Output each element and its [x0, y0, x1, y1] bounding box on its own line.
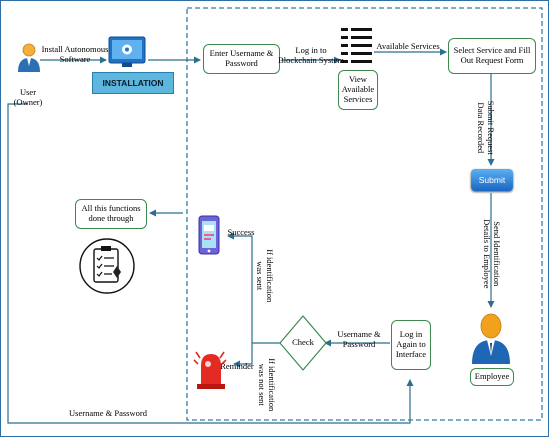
- arrow-check-to-reminder: [233, 343, 253, 368]
- submit-button: Submit: [471, 169, 513, 191]
- select-service-node: Select Service and Fill Out Request Form: [448, 38, 536, 74]
- username-password-bottom-label: Username & Password: [69, 408, 147, 418]
- smartphone-icon: [198, 215, 220, 255]
- login-again-node: Log in Again to Interface: [391, 320, 431, 370]
- user-label: User (Owner): [13, 87, 43, 107]
- if-sent-label: If identification was sent: [255, 249, 275, 303]
- installation-label: INSTALLATION: [92, 72, 174, 94]
- alarm-icon: [193, 351, 227, 389]
- check-label: Check: [292, 337, 314, 347]
- arrow-check-to-success: [227, 232, 280, 344]
- user-icon: [18, 43, 40, 72]
- reminder-label: Reminder: [220, 361, 254, 371]
- all-functions-node: All this functions done through: [75, 199, 147, 229]
- available-services-label: Available Services: [376, 41, 440, 51]
- system-boundary: [186, 7, 543, 421]
- list-icon: [341, 28, 372, 63]
- success-label: Success: [227, 227, 255, 237]
- login-blockchain-label: Log in to Blockchain System: [278, 45, 344, 65]
- enter-credentials-node: Enter Username & Password: [203, 44, 280, 74]
- connectors: [7, 48, 495, 424]
- employee-node: Employee: [470, 368, 514, 386]
- gear-monitor-icon: [108, 36, 146, 67]
- checklist-icon: [79, 238, 135, 294]
- username-password-right-label: Username & Password: [337, 329, 381, 349]
- submit-request-label: Submit Request Data Recorded: [476, 100, 496, 155]
- view-services-node: View Available Services: [338, 70, 378, 110]
- install-software-label: Install Autonomous Software: [41, 44, 109, 64]
- arrow-user-to-login-again: [7, 103, 414, 424]
- send-identification-label: Send Identification Details to Employee: [482, 219, 502, 289]
- if-not-sent-label: If identification was not sent: [257, 358, 277, 412]
- employee-icon: [472, 313, 510, 364]
- check-diamond: [279, 315, 327, 371]
